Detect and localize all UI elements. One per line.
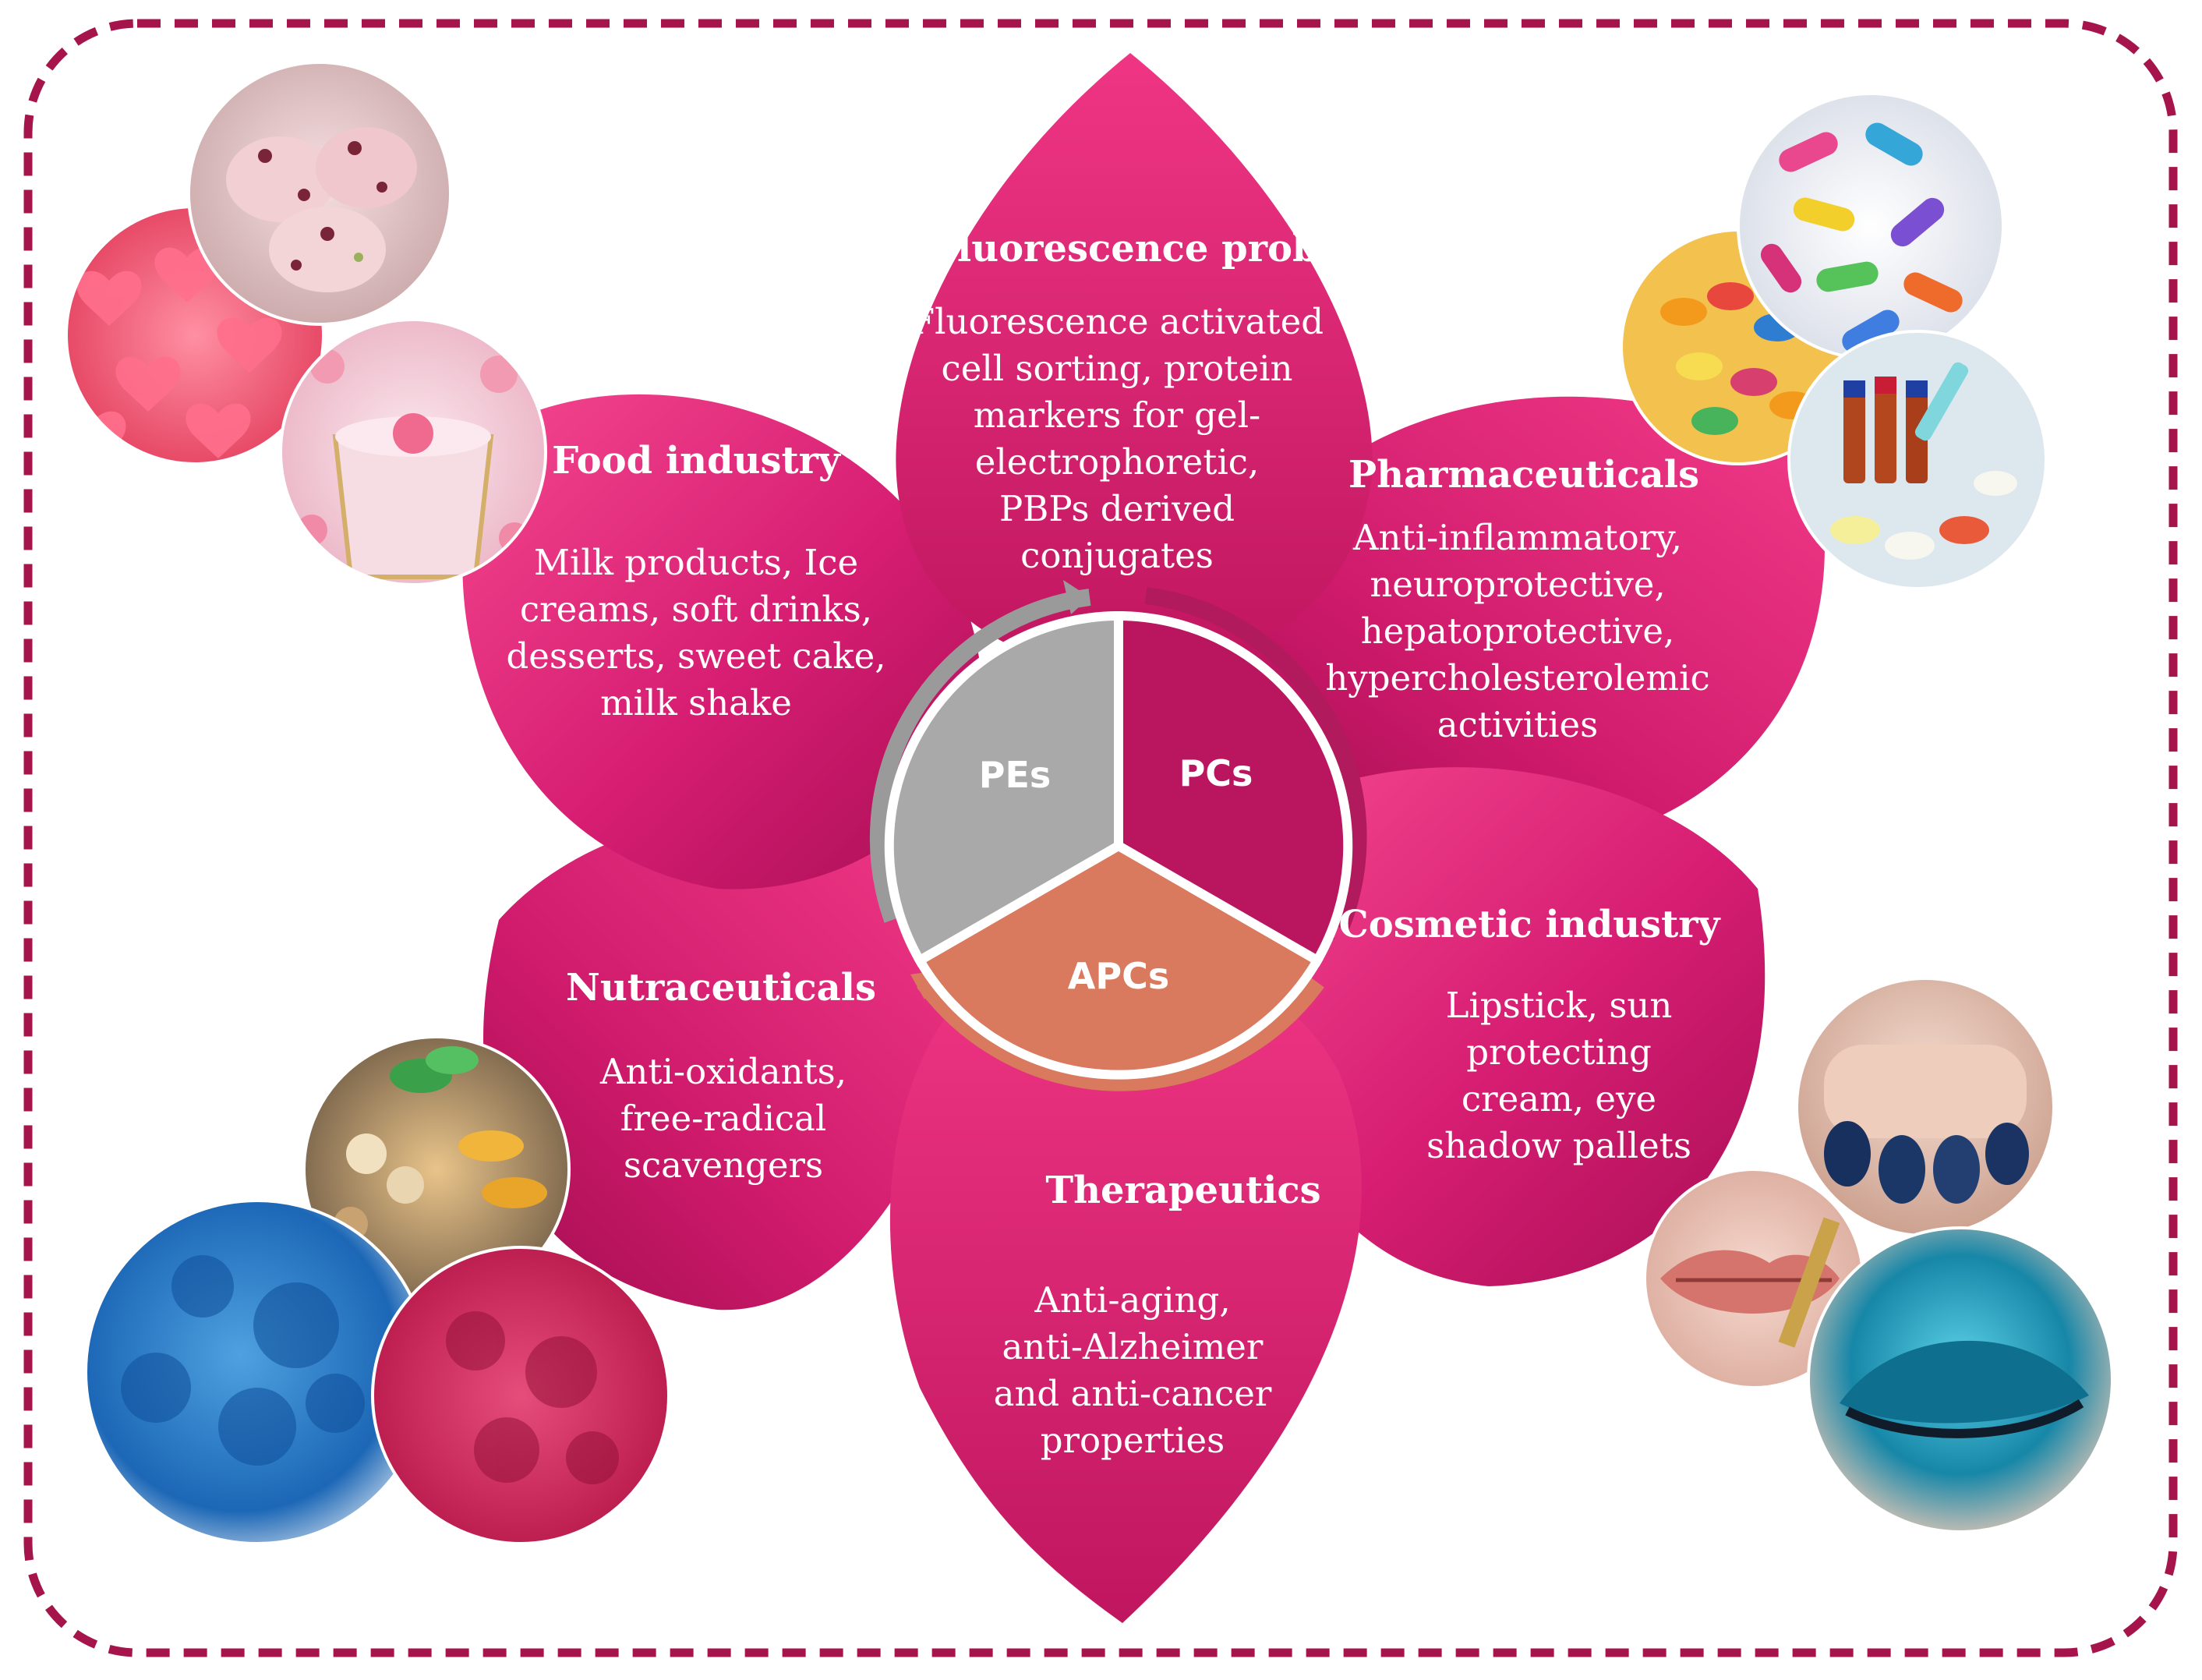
food-title: Food industry (552, 439, 842, 483)
pcs-label: PCs (1179, 752, 1253, 794)
ice-cream-photo-icon (187, 61, 452, 326)
blue-powder-photo-icon (84, 1199, 430, 1545)
pharma-line-5: activities (1437, 704, 1599, 745)
petal-nutraceuticals (483, 811, 990, 1310)
nutra-photos (84, 1035, 670, 1545)
therapeutics-line-4: properties (1041, 1420, 1225, 1461)
nail-polish-photo-icon (1795, 977, 2055, 1237)
therapeutics-line-3: and anti-cancer (994, 1373, 1272, 1414)
fluorescence-line-5: PBPs derived (999, 488, 1235, 529)
pharma-title: Pharmaceuticals (1348, 453, 1699, 497)
nutra-line-3: scavengers (624, 1144, 823, 1186)
cosmetic-photos (1643, 977, 2114, 1533)
fluorescence-title: Fluorescence probe (931, 227, 1342, 271)
food-photos (65, 61, 547, 586)
fluorescence-line-2: cell sorting, protein (942, 348, 1293, 389)
cosmetic-line-2: protecting (1466, 1031, 1652, 1073)
pes-arrow-ring (869, 589, 1091, 923)
nutra-line-2: free-radical (620, 1098, 827, 1139)
apcs-label: APCs (1068, 955, 1169, 997)
rose-milk-photo-icon (279, 318, 547, 586)
red-powder-photo-icon (371, 1246, 670, 1545)
nutra-title: Nutraceuticals (566, 966, 876, 1010)
food-line-3: desserts, sweet cake, (506, 635, 885, 677)
pes-arrow-head (1063, 580, 1090, 614)
fluorescence-line-1: Fluorescence activated (910, 301, 1324, 342)
supplements-photo-icon (302, 1035, 571, 1303)
capsules-photo-icon (1737, 92, 2005, 360)
therapeutics-line-1: Anti-aging, (1034, 1279, 1230, 1321)
pharma-line-1: Anti-inflammatory, (1352, 517, 1682, 558)
petal-fluorescence (896, 53, 1373, 670)
pharma-line-3: hepatoprotective, (1361, 610, 1675, 652)
apcs-arrow-ring (917, 977, 1324, 1091)
eye-shadow-photo-icon (1807, 1226, 2114, 1533)
petal-therapeutics (889, 948, 1362, 1623)
petal-food (462, 394, 982, 890)
petals (462, 53, 1825, 1623)
food-line-1: Milk products, Ice (534, 542, 858, 583)
pharma-line-4: hypercholesterolemic (1325, 657, 1709, 699)
fluorescence-line-6: conjugates (1020, 535, 1214, 576)
vials-photo-icon (1787, 330, 2048, 590)
petal-texts: Fluorescence probe Fluorescence activate… (506, 227, 1721, 1461)
fluorescence-line-3: markers for gel- (974, 394, 1260, 436)
fluorescence-line-4: electrophoretic, (975, 441, 1260, 483)
apcs-sector (913, 840, 1324, 1080)
pharma-photos (1620, 92, 2048, 590)
pcs-arrow-ring (1144, 587, 1367, 932)
dashed-frame (23, 19, 2178, 1657)
cosmetic-line-4: shadow pallets (1426, 1125, 1691, 1166)
hub: PEs PCs APCs (869, 580, 1367, 1091)
pes-label: PEs (979, 754, 1052, 796)
food-line-2: creams, soft drinks, (520, 589, 872, 630)
cosmetic-line-3: cream, eye (1462, 1078, 1656, 1119)
therapeutics-title: Therapeutics (1045, 1169, 1320, 1212)
cosmetic-line-1: Lipstick, sun (1446, 985, 1673, 1026)
lipstick-photo-icon (1643, 1168, 1864, 1389)
cosmetic-title: Cosmetic industry (1339, 903, 1722, 946)
food-line-4: milk shake (600, 682, 792, 723)
nutra-line-1: Anti-oxidants, (599, 1051, 847, 1092)
therapeutics-line-2: anti-Alzheimer (1002, 1326, 1264, 1367)
pharma-line-2: neuroprotective, (1370, 564, 1665, 605)
